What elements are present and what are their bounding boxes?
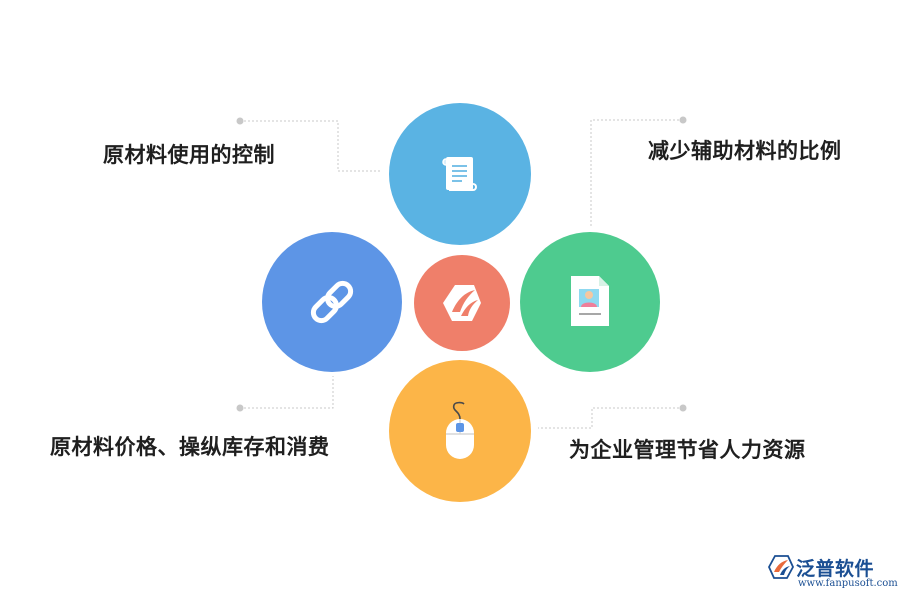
circle-center	[414, 255, 510, 351]
document-scroll-icon	[442, 157, 477, 191]
brand-logo-mark-icon	[768, 555, 794, 579]
connector-top-right	[590, 119, 683, 226]
computer-mouse-icon	[446, 401, 474, 459]
brand-name: 泛普软件	[796, 558, 875, 580]
connector-bottom-left	[240, 376, 334, 409]
brand-logo-icon	[443, 285, 481, 321]
id-card-icon	[571, 276, 609, 326]
circle-top	[389, 103, 531, 245]
chain-link-icon	[310, 280, 354, 324]
circle-left	[262, 232, 402, 372]
label-bottom-left: 原材料价格、操纵库存和消费	[50, 435, 330, 459]
connector-dot-top-left	[236, 117, 244, 125]
connector-dot-bottom-left	[236, 404, 244, 412]
brand-url: www.fanpusoft.com	[798, 578, 898, 589]
connector-dot-top-right	[679, 116, 687, 124]
connector-top-left	[240, 120, 382, 172]
circle-right	[520, 232, 660, 372]
circle-bottom	[389, 360, 531, 502]
connector-bottom-right	[538, 407, 683, 429]
brand-watermark: 泛普软件 www.fanpusoft.com	[768, 553, 898, 593]
label-top-right: 减少辅助材料的比例	[648, 139, 842, 163]
connector-dot-bottom-right	[679, 404, 687, 412]
label-top-left: 原材料使用的控制	[103, 143, 275, 167]
label-bottom-right: 为企业管理节省人力资源	[569, 438, 806, 462]
